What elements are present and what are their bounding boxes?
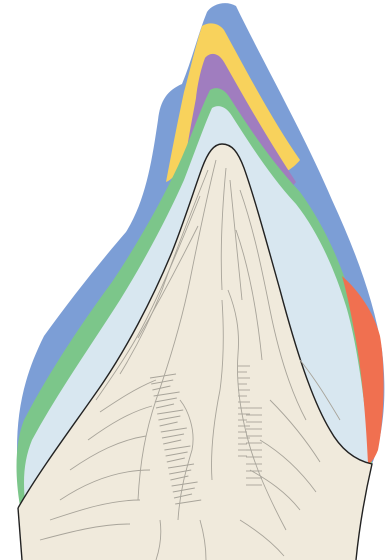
diagram-canvas	[0, 0, 390, 560]
layered-cross-section-diagram	[0, 0, 390, 560]
